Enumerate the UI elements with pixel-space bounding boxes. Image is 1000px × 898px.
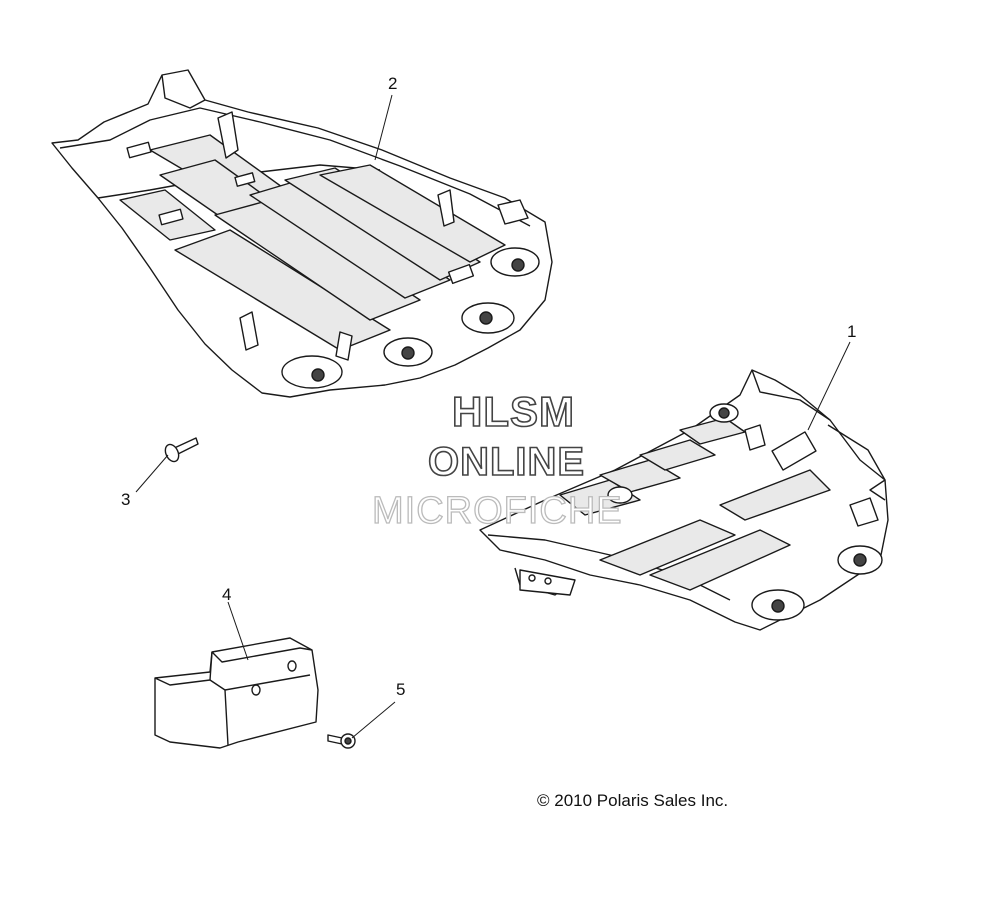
part-1-front-skid-plate	[479, 369, 889, 631]
watermark-line-2: ONLINE	[427, 439, 586, 485]
part-2-skid-plate	[51, 69, 553, 398]
watermark-line-3: MICROFICHE	[371, 489, 623, 532]
leader-line-5	[351, 701, 396, 739]
callout-1: 1	[847, 322, 857, 341]
leader-lines	[135, 94, 851, 739]
leader-line-3	[135, 454, 169, 493]
part-4-bracket	[154, 637, 319, 749]
callout-5: 5	[396, 680, 406, 699]
part-3-bolt	[164, 437, 199, 463]
leader-line-2	[374, 94, 393, 161]
callout-2: 2	[388, 74, 398, 93]
callout-3: 3	[121, 490, 131, 509]
leader-line-1	[807, 341, 851, 431]
callout-4: 4	[222, 585, 232, 604]
leader-line-4	[227, 601, 249, 661]
copyright-notice: © 2010 Polaris Sales Inc.	[537, 791, 729, 810]
watermark-line-1: HLSM	[451, 387, 575, 436]
part-5-screw	[327, 733, 356, 749]
